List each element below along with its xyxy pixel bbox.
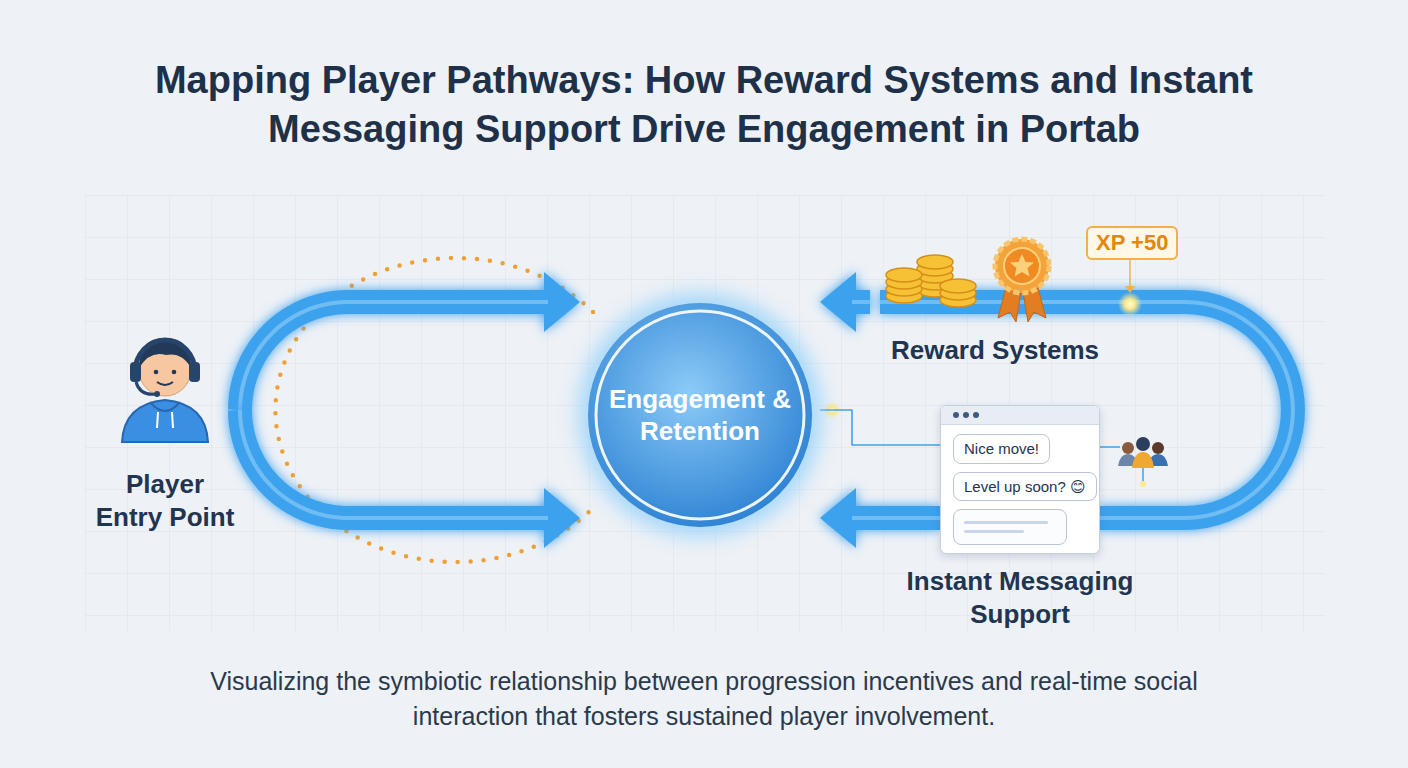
connector-line	[240, 302, 548, 410]
caption: Visualizing the symbiotic relationship b…	[204, 664, 1204, 734]
node-label: Player Entry Point	[90, 468, 240, 533]
window-body: Nice move! Level up soon? 😊	[941, 425, 1099, 553]
medal-icon	[995, 239, 1049, 322]
circle-ring	[596, 311, 804, 519]
circle-outline	[580, 295, 820, 535]
band-highlight	[852, 300, 870, 304]
arrowhead	[544, 488, 580, 548]
player-avatar	[122, 338, 208, 442]
arrowhead	[820, 488, 856, 548]
window-dot	[953, 412, 959, 418]
chat-window: Nice move!Level up soon? 😊Instant Messag…	[940, 405, 1100, 554]
entry-node: Player Entry Point	[90, 318, 240, 533]
chat-bubble: Nice move!	[953, 434, 1050, 464]
glow-dot	[1118, 292, 1142, 316]
connector-line	[240, 410, 548, 518]
node-label: Reward Systems	[870, 334, 1120, 367]
band-highlight	[240, 410, 548, 518]
circle-glow	[578, 293, 822, 537]
flow-arrow	[820, 272, 870, 332]
window-dot	[963, 412, 969, 418]
people-icon	[1100, 437, 1168, 487]
flow-arrow	[820, 488, 940, 548]
circle-fill	[588, 303, 812, 527]
hub-circle: Engagement & Retention	[580, 295, 820, 535]
flow-arrow	[240, 272, 580, 548]
link-line	[820, 410, 940, 445]
text-line	[964, 530, 1024, 533]
chat-bubble: Level up soon? 😊	[953, 472, 1097, 502]
connector-line	[820, 410, 940, 445]
band-highlight	[852, 516, 940, 520]
arrowhead	[820, 272, 856, 332]
grid	[85, 195, 1325, 631]
node-label: Engagement & Retention	[605, 383, 795, 448]
arrowhead	[544, 272, 580, 332]
pointer	[1125, 286, 1135, 293]
window-dot	[973, 412, 979, 418]
reward-node: Reward Systems	[870, 290, 1120, 367]
connector-line	[852, 506, 940, 530]
window-bar	[941, 406, 1099, 425]
chat-bubble-empty	[953, 509, 1067, 545]
node-label: Instant Messaging Support	[875, 565, 1165, 630]
title: Mapping Player Pathways: How Reward Syst…	[129, 56, 1279, 155]
leader-line	[1129, 260, 1131, 290]
coins-icon	[886, 255, 976, 307]
text-line	[964, 521, 1048, 524]
band-highlight	[240, 302, 548, 410]
xp-badge: XP +50	[1086, 226, 1178, 260]
